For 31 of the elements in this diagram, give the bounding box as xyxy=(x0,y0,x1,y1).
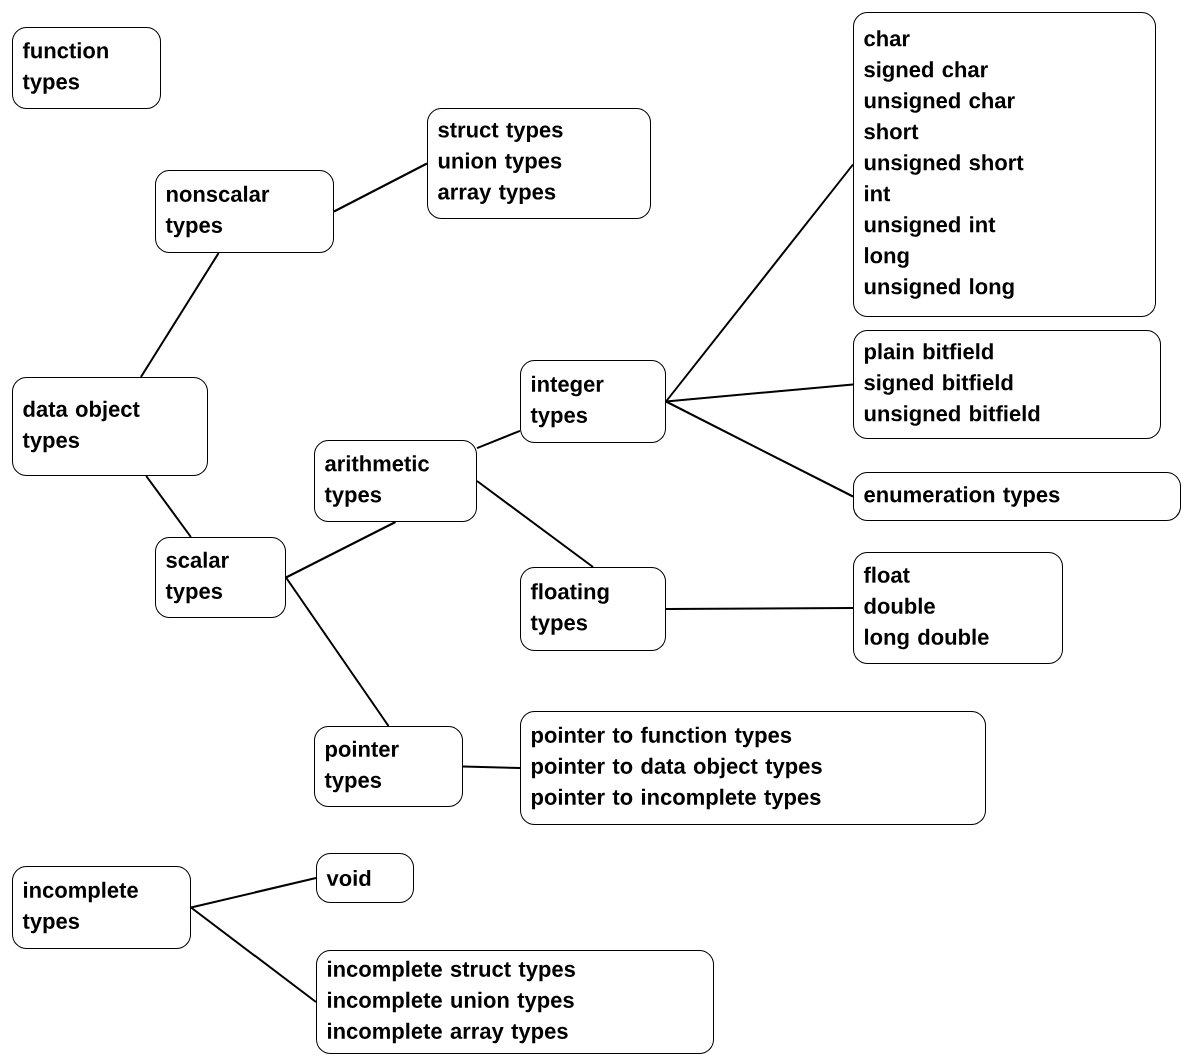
connector-line xyxy=(665,400,854,498)
type-box: scalar types xyxy=(155,537,286,618)
type-box: pointer types xyxy=(314,726,463,807)
type-box: floating types xyxy=(520,567,666,651)
type-box: integer types xyxy=(520,360,666,443)
type-box: incomplete struct types incomplete union types incomplete array types xyxy=(316,950,714,1054)
type-box: float double long double xyxy=(853,552,1063,664)
type-box: void xyxy=(316,853,414,903)
connector-line xyxy=(665,383,854,403)
type-box: function types xyxy=(12,27,161,109)
connector-line xyxy=(285,576,390,727)
type-box: enumeration types xyxy=(853,472,1181,521)
type-box: plain bitfield signed bitfield unsigned bitfield xyxy=(853,330,1161,439)
type-box: pointer to function types pointer to data object types pointer to incomplete types xyxy=(520,711,986,825)
type-box: char signed char unsigned char short unsigned short int unsigned int long unsigned long xyxy=(853,12,1156,317)
connector-line xyxy=(462,765,521,769)
connector-line xyxy=(139,252,220,378)
connector-line xyxy=(476,480,594,568)
connector-line xyxy=(285,521,397,579)
connector-line xyxy=(476,429,521,450)
type-box: arithmetic types xyxy=(314,440,477,522)
type-box: data object types xyxy=(12,377,208,476)
type-box: nonscalar types xyxy=(155,170,334,253)
type-box: incomplete types xyxy=(12,866,191,949)
type-box: struct types union types array types xyxy=(427,108,651,219)
connector-line xyxy=(190,877,317,909)
connector-line xyxy=(145,475,192,538)
connector-line xyxy=(333,162,428,213)
connector-line xyxy=(190,906,317,1003)
connector-line xyxy=(665,607,854,610)
connector-line xyxy=(665,163,854,403)
